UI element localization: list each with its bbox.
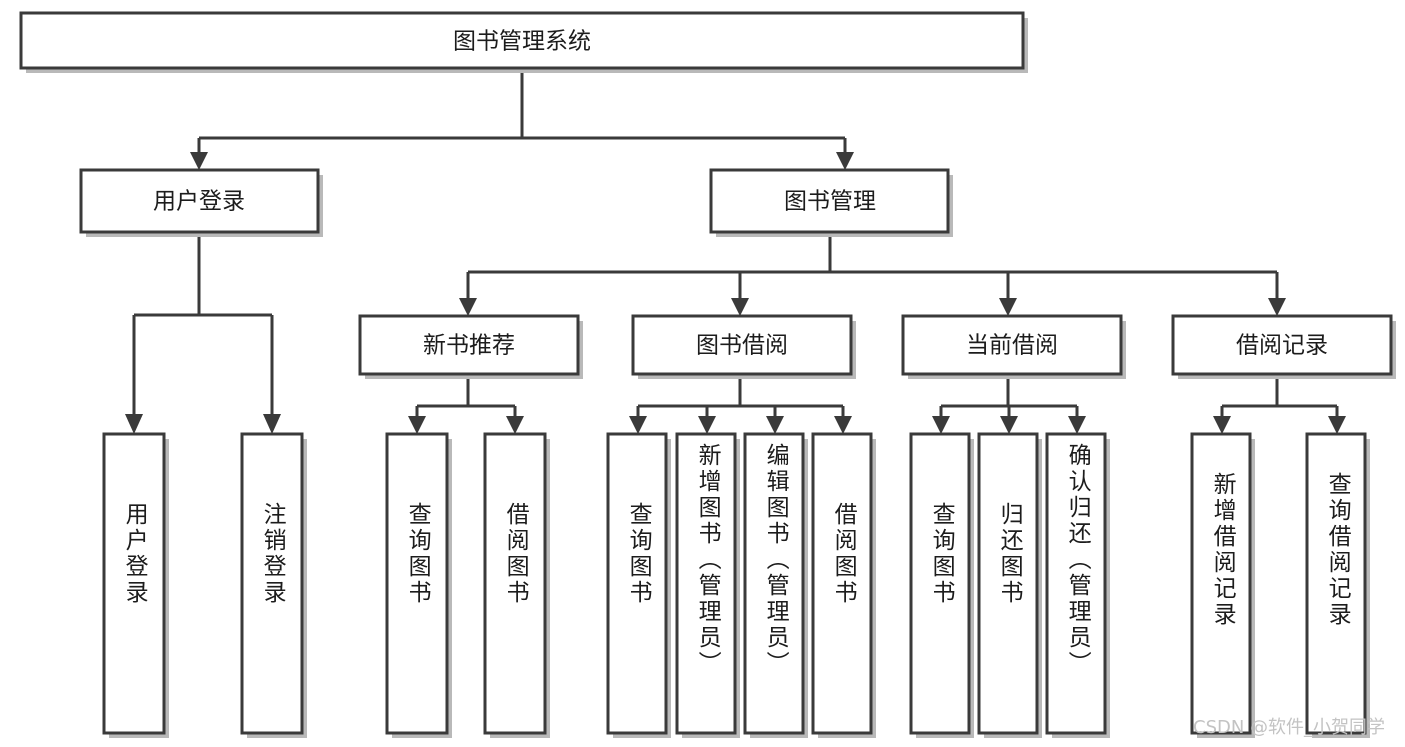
arrow-leaf-borrow-book-1 [506,416,524,434]
arrow-to-current-borrow [999,298,1017,316]
arrow-leaf-query-book-1 [408,416,426,434]
leaf-add-record-box[interactable] [1190,432,1252,735]
arrow-leaf-add-record [1213,416,1231,434]
node-current-borrow-label: 当前借阅 [966,333,1058,359]
arrow-leaf-query-book-2 [629,416,647,434]
node-root-label: 图书管理系统 [453,29,591,55]
arrow-to-user-login [190,152,208,170]
leaf-query-book-2-box[interactable] [606,432,668,735]
leaf-borrow-book-1-box[interactable] [483,432,547,735]
leaf-user-logout-box[interactable] [240,432,304,735]
arrow-leaf-add-book [698,416,716,434]
node-book-manage-box[interactable] [709,168,950,234]
leaf-add-book-box[interactable] [675,432,737,735]
arrow-leaf-query-record [1328,416,1346,434]
node-new-book-recommend-label: 新书推荐 [423,333,515,359]
leaf-confirm-return-box[interactable] [1045,432,1107,735]
node-new-book-recommend-box[interactable] [358,314,580,376]
csdn-watermark: CSDN @软件_小贺同学 [1193,717,1386,738]
arrow-to-new-book-recommend [459,298,477,316]
node-book-borrow-label: 图书借阅 [696,333,788,359]
arrow-leaf-edit-book [766,416,784,434]
leaf-query-book-3-box[interactable] [909,432,971,735]
arrow-to-book-borrow [731,298,749,316]
leaf-borrow-book-2-box[interactable] [811,432,873,735]
node-book-borrow-box[interactable] [631,314,853,376]
arrow-to-book-manage [836,152,854,170]
arrow-to-borrow-record [1268,298,1286,316]
leaf-query-book-1-box[interactable] [385,432,449,735]
arrow-leaf-user-logout [263,414,281,434]
node-borrow-record-box[interactable] [1171,314,1393,376]
leaf-edit-book-box[interactable] [743,432,805,735]
leaf-return-book-box[interactable] [977,432,1039,735]
edges-layer [125,68,1346,434]
node-root-box[interactable] [19,11,1025,70]
node-borrow-record-label: 借阅记录 [1236,333,1328,359]
leaf-query-record-box[interactable] [1305,432,1367,735]
node-book-manage-label: 图书管理 [784,189,876,215]
arrow-leaf-return-book [1000,416,1018,434]
arrow-leaf-query-book-3 [932,416,950,434]
node-current-borrow-box[interactable] [901,314,1123,376]
arrow-leaf-confirm-return [1068,416,1086,434]
arrow-leaf-user-login [125,414,143,434]
arrow-leaf-borrow-book-2 [834,416,852,434]
nodes-layer: 图书管理系统 用户登录 图书管理 新书推荐 图书借阅 当前借阅 借阅记录 [19,11,1396,738]
leaf-user-login-box[interactable] [102,432,166,735]
node-user-login-label: 用户登录 [153,189,245,215]
node-user-login-box[interactable] [79,168,320,234]
